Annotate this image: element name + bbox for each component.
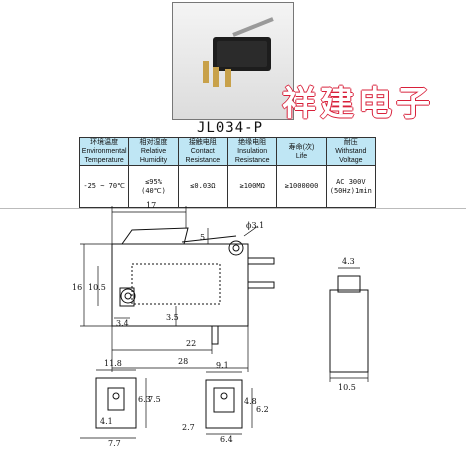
- front-view: [111, 227, 275, 345]
- terminal-view-1: [80, 369, 147, 439]
- dim-7-5: 7.5: [148, 395, 161, 404]
- section-divider: [0, 208, 466, 209]
- dim-10-5: 10.5: [88, 283, 106, 292]
- spec-value-row: -25 ~ 70℃ ≤95%(40℃) ≤0.03Ω ≥100MΩ ≥10000…: [78, 165, 377, 208]
- spec-value-insulation-resistance: ≥100MΩ: [226, 165, 278, 208]
- spec-header-life: 寿命(次)Life: [276, 137, 327, 166]
- dim-10-5-side: 10.5: [338, 383, 356, 392]
- dim-6-4: 6.4: [220, 435, 233, 444]
- dim-4-8: 4.8: [244, 397, 257, 406]
- dim-11-8: 11.8: [104, 359, 122, 368]
- dim-4-3: 4.3: [342, 257, 355, 266]
- dim-6-2: 6.2: [256, 405, 269, 414]
- dim-2-7: 2.7: [182, 423, 195, 432]
- terminal-view-2: [205, 371, 253, 435]
- spec-value-humidity: ≤95%(40℃): [128, 165, 179, 208]
- model-number: JL034-P: [197, 120, 264, 136]
- dim-17: 17: [146, 201, 156, 210]
- dim-28: 28: [178, 357, 188, 366]
- spec-value-temperature: -25 ~ 70℃: [78, 165, 130, 208]
- product-photo: [172, 2, 294, 120]
- spec-value-withstand-voltage: AC 300V(50Hz)1min: [325, 165, 377, 208]
- dim-6-3: 6.3: [138, 395, 151, 404]
- side-view: [329, 267, 369, 382]
- dim-5: 5: [200, 233, 205, 242]
- dim-4-1: 4.1: [100, 417, 113, 426]
- dim-9-1: 9.1: [216, 361, 229, 370]
- dim-7-7: 7.7: [108, 439, 121, 448]
- dim-3-5: 3.5: [166, 313, 179, 322]
- dim-hole-diameter: ϕ3.1: [246, 221, 264, 230]
- spec-value-contact-resistance: ≤0.03Ω: [177, 165, 228, 208]
- dim-16: 16: [72, 283, 82, 292]
- dim-22: 22: [186, 339, 196, 348]
- brand-watermark: 祥建电子: [282, 84, 434, 124]
- dim-3-4: 3.4: [116, 319, 129, 328]
- micro-switch-photo: [203, 17, 274, 87]
